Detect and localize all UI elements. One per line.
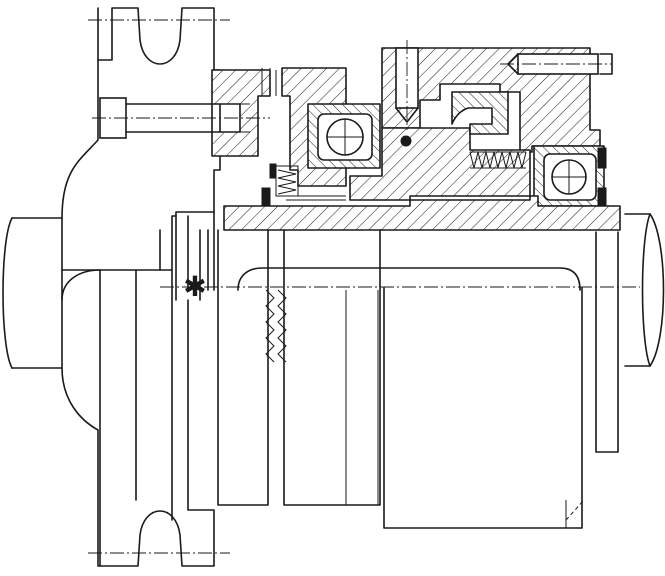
disc-pack	[217, 229, 581, 506]
left-ball-bearing	[307, 103, 381, 169]
compression-spring	[469, 151, 527, 169]
reference-marker: ✱	[183, 270, 206, 303]
shaft	[2, 213, 665, 369]
hub-sleeve	[223, 195, 621, 231]
right-ball-bearing	[533, 145, 607, 207]
outer-drum	[383, 231, 619, 529]
right-housing	[349, 40, 613, 201]
sprocket-hub	[61, 7, 230, 567]
flange-bolt	[92, 69, 271, 157]
lip-seal	[400, 91, 509, 147]
small-spring	[261, 163, 299, 211]
